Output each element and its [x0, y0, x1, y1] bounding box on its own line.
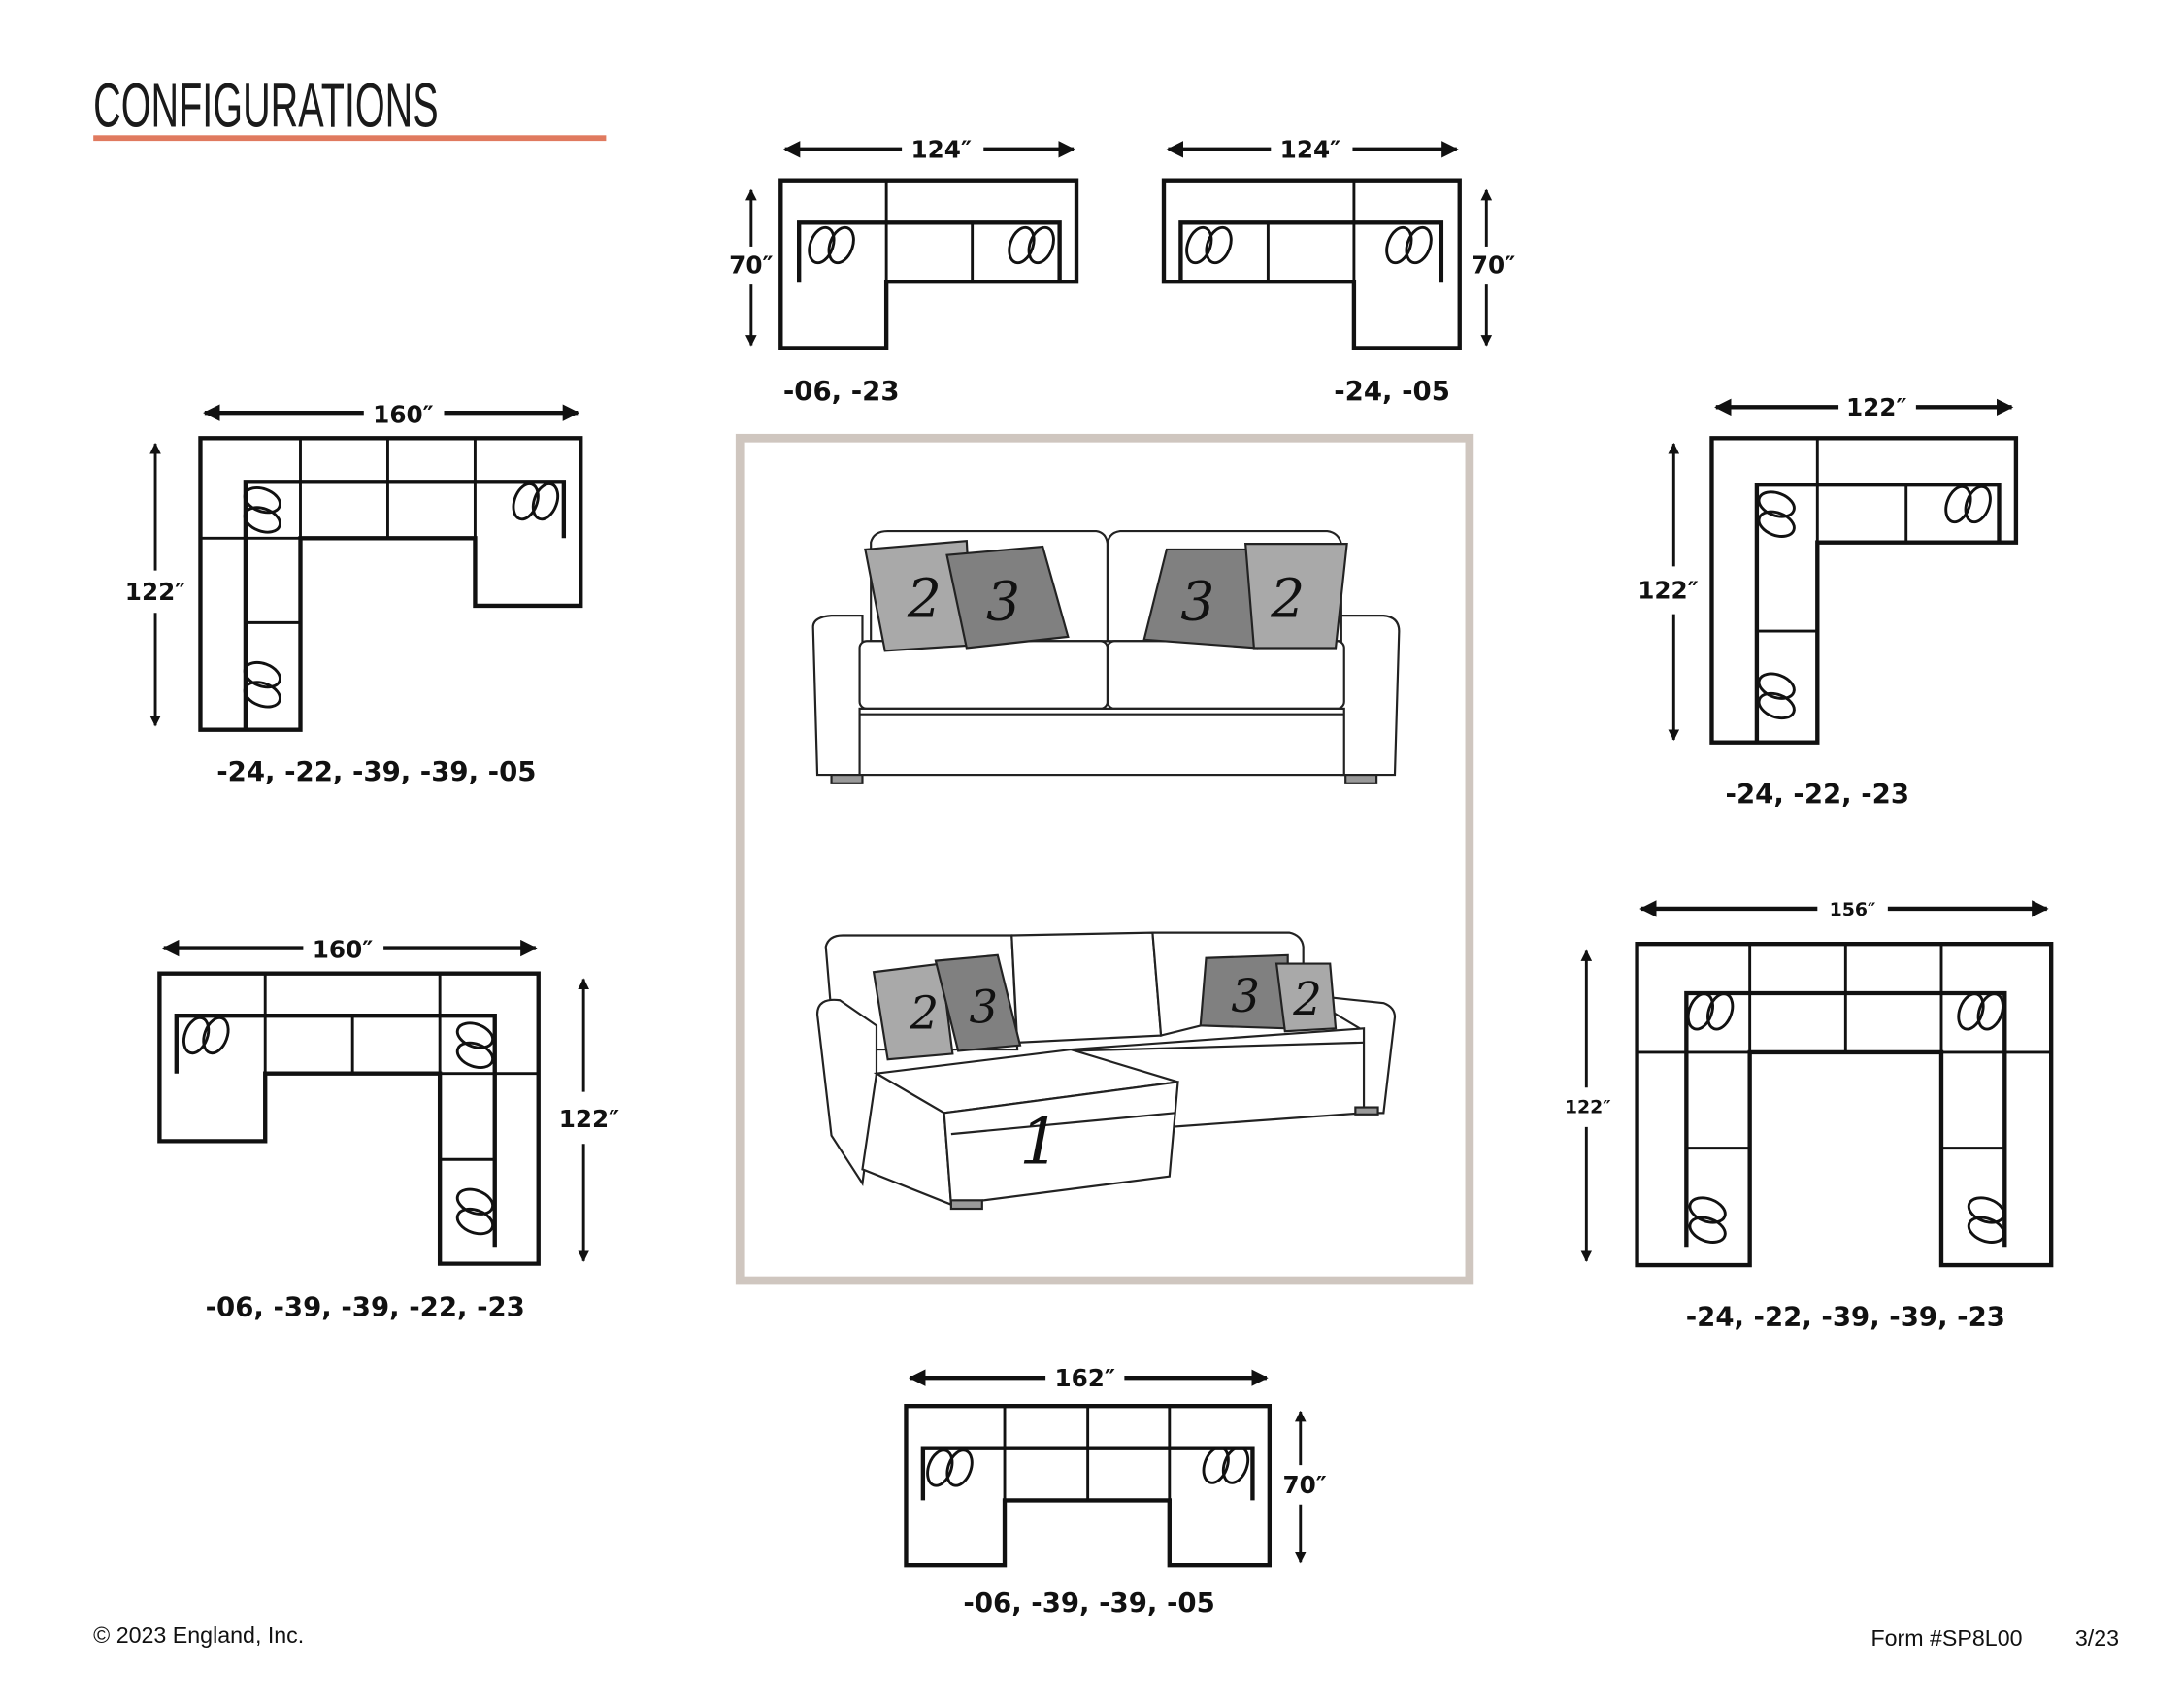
config-2: 124″ 70″ -24, -05	[1280, 136, 1516, 408]
pillow-icon	[1221, 1446, 1250, 1484]
config-codes: -24, -22, -39, -39, -05	[216, 755, 536, 787]
pillow-icon	[1757, 490, 1796, 518]
pillow-icon	[1686, 992, 1714, 1031]
pillow-icon	[1202, 1446, 1230, 1484]
pillow-icon	[243, 506, 281, 534]
title-underline	[93, 135, 607, 142]
height-label: 122″	[559, 1105, 619, 1133]
pillow-icon	[1757, 691, 1796, 720]
pillow-number: 2	[1270, 569, 1305, 631]
pillow-number: 2	[1292, 973, 1322, 1025]
pillow-icon	[1027, 225, 1055, 265]
config-4: 122″ 122″ -24, -22, -23	[1638, 393, 1909, 810]
width-label: 122″	[1846, 393, 1906, 421]
config-codes: -24, -22, -23	[1726, 778, 1910, 810]
configuration-diagrams	[149, 141, 2054, 1568]
copyright: © 2023 England, Inc.	[93, 1622, 304, 1648]
config-codes: -06, -39, -39, -05	[963, 1586, 1214, 1618]
pillow-icon	[243, 681, 281, 709]
pillow-icon	[1957, 992, 1985, 1031]
pillow-icon	[1385, 225, 1413, 265]
form-date: 3/23	[2075, 1625, 2119, 1650]
pillow-number: 3	[1180, 571, 1214, 633]
page-title: CONFIGURATIONS	[93, 72, 438, 141]
height-label: 122″	[1638, 577, 1698, 605]
pillow-icon	[243, 486, 281, 515]
pillow-icon	[827, 225, 855, 265]
config-codes: -06, -23	[783, 375, 900, 407]
sectional-outline	[778, 178, 1079, 350]
back-cushion-line	[174, 1014, 497, 1248]
height-label: 122″	[125, 578, 185, 606]
pillow-number: 3	[986, 571, 1020, 633]
back-cushion-line	[796, 220, 1062, 283]
pillow-number: 2	[907, 569, 942, 631]
pillow-icon	[1944, 484, 1972, 524]
pillow-icon	[1757, 510, 1796, 538]
config-6: 156″ 122″ -24, -22, -39, -39, -23	[1565, 899, 2005, 1332]
width-label: 124″	[1280, 136, 1340, 164]
back-cushion-line	[243, 480, 567, 730]
height-label: 122″	[1565, 1096, 1611, 1117]
width-label: 124″	[910, 136, 971, 164]
pillow-number: 3	[969, 981, 998, 1033]
pillow-icon	[1757, 672, 1796, 700]
illustration-frame	[735, 433, 1474, 1285]
sectional-illustration	[815, 931, 1397, 1211]
pillow-icon	[926, 1449, 954, 1487]
config-5: 160″ 122″ -06, -39, -39, -22, -23	[206, 936, 620, 1323]
config-codes: -06, -39, -39, -22, -23	[206, 1290, 525, 1322]
pillow-icon	[512, 482, 540, 521]
pillow-icon	[455, 1041, 495, 1069]
width-label: 162″	[1055, 1364, 1115, 1392]
pillow-icon	[1706, 992, 1735, 1031]
form-number: Form #SP8L00	[1870, 1625, 2022, 1650]
pillow-icon	[455, 1187, 495, 1216]
pillow-icon	[1967, 1196, 2006, 1224]
config-7: 162″ 70″ -06, -39, -39, -05	[963, 1364, 1326, 1618]
width-label: 160″	[373, 400, 433, 428]
pillow-icon	[455, 1021, 495, 1049]
pillow-icon	[1964, 484, 1992, 524]
pillow-icon	[1688, 1196, 1727, 1224]
pillow-icon	[808, 225, 836, 265]
pillow-number: 2	[910, 986, 940, 1039]
back-cushion-line	[1754, 482, 2002, 743]
pillow-icon	[1185, 225, 1213, 265]
height-label: 70″	[729, 251, 773, 280]
pillow-icon	[1205, 225, 1233, 265]
back-cushion-line	[1178, 220, 1444, 283]
pillow-icon	[1976, 992, 2004, 1031]
pillow-icon	[1688, 1216, 1727, 1244]
pillow-icon	[243, 660, 281, 689]
config-codes: -24, -05	[1334, 375, 1450, 407]
pillow-icon	[202, 1016, 230, 1055]
pillow-icon	[1405, 225, 1433, 265]
config-3: 160″ 122″ -24, -22, -39, -39, -05	[125, 400, 537, 787]
pillow-icon	[455, 1207, 495, 1236]
pillow-icon	[182, 1016, 211, 1055]
pillow-icon	[531, 482, 560, 521]
pillow-icon	[1008, 225, 1036, 265]
sectional-outline	[1161, 178, 1462, 350]
pillow-icon	[945, 1449, 974, 1487]
width-label: 156″	[1830, 899, 1876, 920]
width-label: 160″	[313, 936, 373, 964]
pillow-icon	[1967, 1216, 2006, 1244]
chaise-number: 1	[1019, 1104, 1060, 1180]
height-label: 70″	[1472, 251, 1515, 280]
pillow-number: 3	[1231, 970, 1260, 1022]
config-1: 124″ 70″ -06, -23	[729, 136, 972, 408]
height-label: 70″	[1282, 1471, 1326, 1499]
sofa-illustration	[811, 529, 1401, 784]
config-codes: -24, -22, -39, -39, -23	[1686, 1300, 2005, 1332]
